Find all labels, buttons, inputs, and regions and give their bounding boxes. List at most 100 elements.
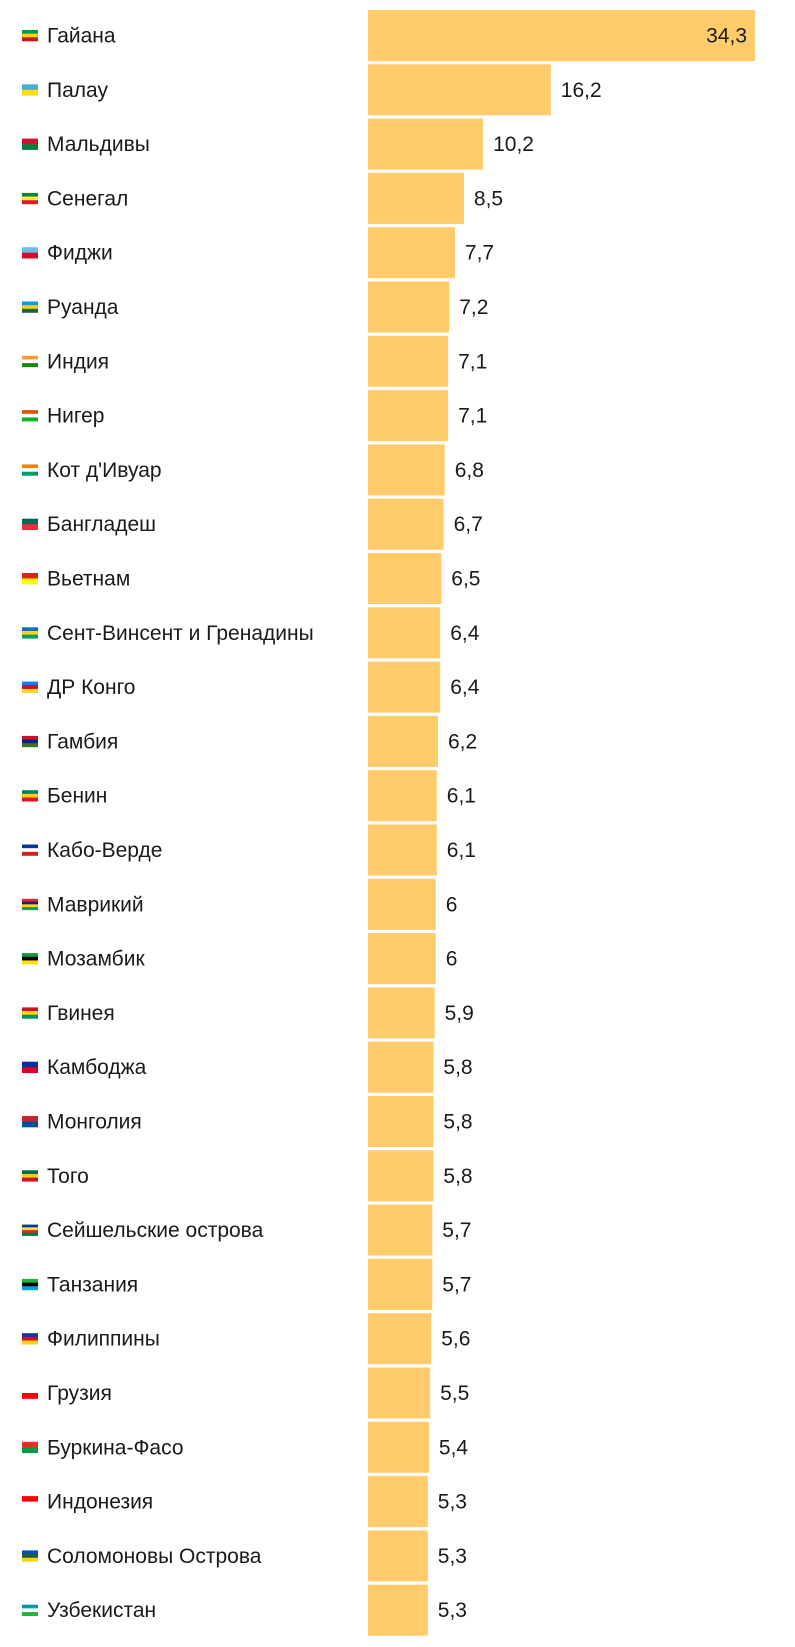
flag-stripe	[22, 138, 38, 145]
flag-icon	[22, 1387, 38, 1399]
bar	[368, 64, 551, 116]
bar	[368, 1367, 431, 1419]
category-label: Кабо-Верде	[47, 839, 162, 862]
flag-stripe	[22, 468, 38, 473]
value-label: 16,2	[561, 79, 602, 102]
chart-row: Бенин 6,1	[22, 770, 476, 822]
flag-stripe	[22, 1557, 38, 1562]
value-label: 5,4	[439, 1436, 469, 1459]
bar	[368, 390, 449, 442]
category-label: Бенин	[47, 785, 107, 808]
category-label: Фиджи	[47, 242, 113, 265]
flag-stripe	[22, 1230, 38, 1234]
value-label: 5,8	[443, 1111, 472, 1134]
category-label: Маврикий	[47, 893, 144, 916]
flag-stripe	[22, 1554, 38, 1559]
value-label: 6,2	[448, 730, 477, 753]
flag-icon	[22, 1170, 38, 1182]
flag-stripe	[22, 960, 38, 965]
value-label: 5,7	[442, 1219, 471, 1242]
flag-icon	[22, 1007, 38, 1019]
flag-stripe	[22, 901, 38, 905]
bar	[368, 553, 442, 604]
flag-icon	[22, 1604, 38, 1616]
bar	[368, 1041, 434, 1093]
value-label: 5,3	[438, 1491, 467, 1514]
value-label: 7,7	[465, 242, 494, 265]
chart-row: Вьетнам 6,5	[22, 553, 481, 604]
flag-stripe	[22, 739, 38, 744]
bar	[368, 878, 436, 930]
flag-stripe	[22, 33, 38, 38]
category-label: Вьетнам	[47, 568, 130, 591]
flag-stripe	[22, 681, 38, 686]
value-label: 6,4	[450, 622, 480, 645]
category-label: Кот д'Ивуар	[47, 459, 162, 482]
category-label: Гамбия	[47, 730, 118, 753]
flag-stripe	[22, 1067, 38, 1073]
value-label: 6,1	[447, 785, 476, 808]
bar	[368, 498, 444, 550]
flag-stripe	[22, 1121, 38, 1128]
flag-stripe	[22, 1014, 38, 1019]
bar	[368, 118, 484, 170]
bar	[368, 172, 464, 224]
flag-stripe	[22, 37, 38, 42]
bar	[368, 661, 441, 713]
value-label: 5,6	[441, 1328, 470, 1351]
flag-stripe	[22, 410, 38, 415]
flag-stripe	[22, 1232, 38, 1236]
flag-stripe	[22, 793, 38, 798]
bar	[368, 444, 445, 496]
flag-icon	[22, 735, 38, 748]
flag-stripe	[22, 1011, 38, 1016]
bar	[368, 281, 450, 333]
flag-stripe	[22, 953, 38, 958]
category-label: Танзания	[47, 1273, 138, 1296]
flag-stripe	[22, 524, 38, 530]
bar	[368, 1313, 432, 1365]
category-label: Мальдивы	[47, 133, 150, 156]
flag-stripe	[22, 1007, 38, 1012]
flag-icon	[22, 518, 38, 530]
flag-stripe	[22, 1224, 38, 1228]
flag-icon	[22, 247, 38, 259]
flag-stripe	[22, 907, 38, 911]
flag-stripe	[22, 1612, 38, 1616]
flag-stripe	[22, 471, 38, 476]
flag-stripe	[22, 89, 38, 96]
value-label: 10,2	[493, 133, 534, 156]
bar	[368, 824, 437, 876]
flag-stripe	[22, 413, 38, 418]
flag-stripe	[22, 252, 38, 259]
value-label: 6,5	[451, 568, 480, 591]
flag-icon	[22, 573, 38, 585]
value-label: 5,3	[438, 1545, 467, 1568]
flag-stripe	[22, 1496, 38, 1502]
bar	[368, 1584, 428, 1636]
category-label: Руанда	[47, 296, 119, 319]
category-label: Сенегал	[47, 187, 128, 210]
flag-stripe	[22, 573, 38, 579]
flag-stripe	[22, 1170, 38, 1175]
value-label: 6,4	[450, 676, 480, 699]
flag-stripe	[22, 1227, 38, 1231]
flag-stripe	[22, 1501, 38, 1508]
flag-icon	[22, 844, 38, 856]
flag-stripe	[22, 627, 38, 632]
value-label: 8,5	[474, 187, 503, 210]
category-label: Индия	[47, 350, 109, 373]
category-label: Того	[47, 1165, 89, 1188]
flag-stripe	[22, 1608, 38, 1613]
flag-icon	[22, 1441, 38, 1454]
